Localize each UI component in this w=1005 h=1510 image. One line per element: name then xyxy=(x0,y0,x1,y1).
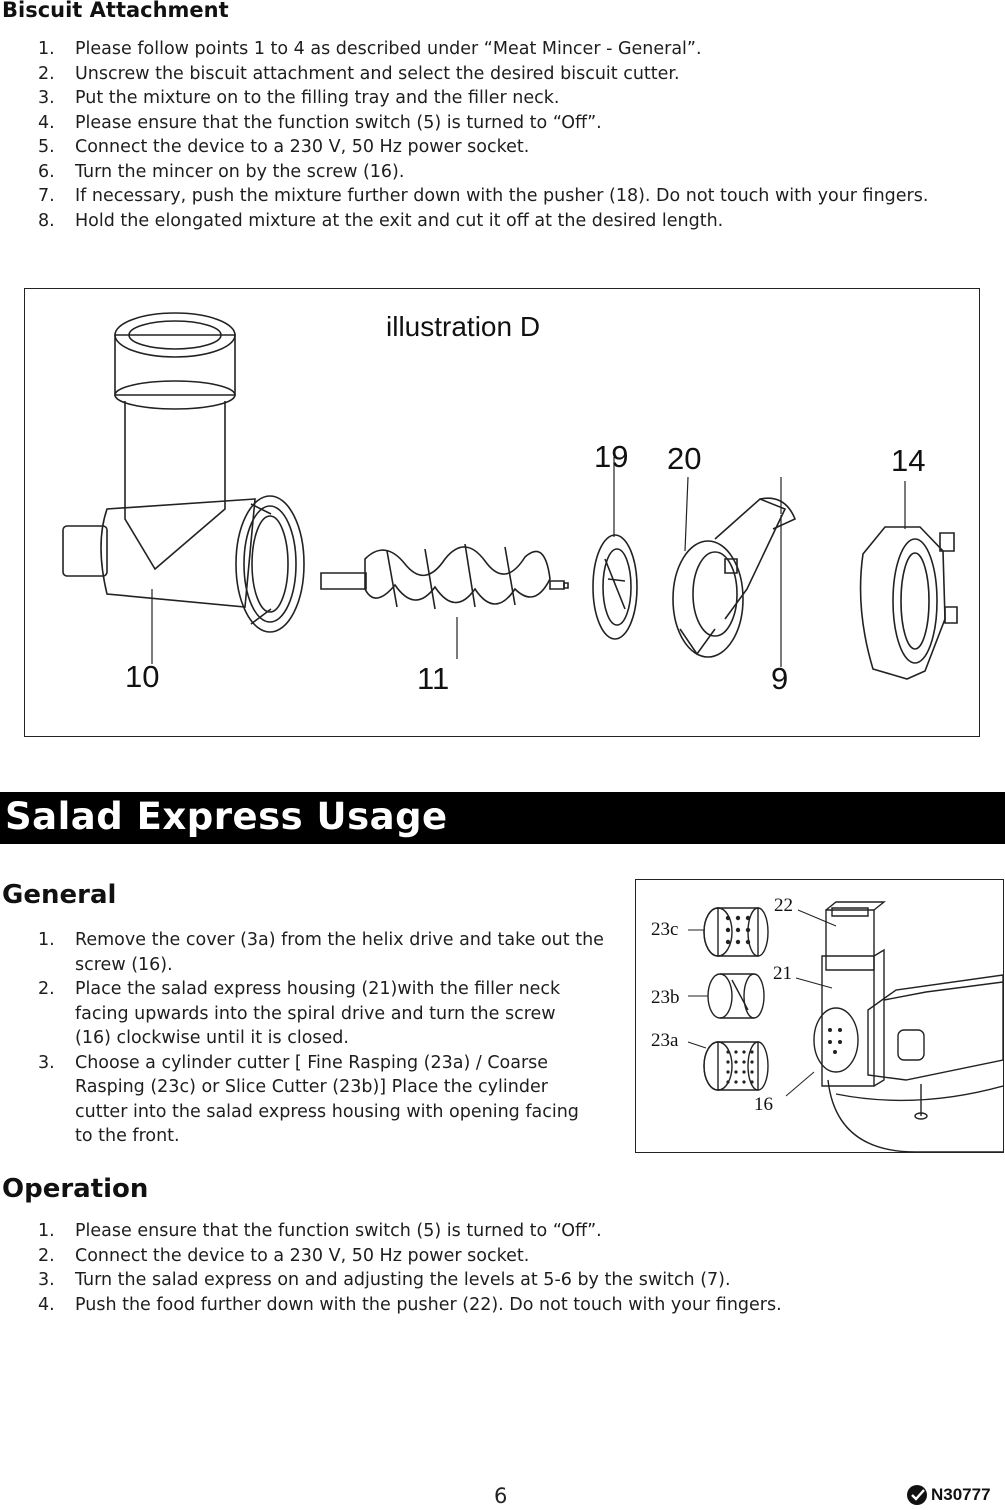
label-10: 10 xyxy=(125,659,160,694)
salad-express-diagram xyxy=(636,880,1003,1152)
cylinder-cutter-23b xyxy=(708,974,764,1018)
page-number: 6 xyxy=(494,1484,508,1508)
list-item: 2.Connect the device to a 230 V, 50 Hz p… xyxy=(38,1245,530,1266)
salad-express-figure: 23c 23b 23a 22 21 16 xyxy=(635,879,1004,1153)
banner-title: Salad Express Usage xyxy=(5,795,448,838)
biscuit-cutter-drawing xyxy=(673,477,795,667)
list-item: 5.Connect the device to a 230 V, 50 Hz p… xyxy=(38,137,530,157)
list-item: 6.Turn the mincer on by the screw (16). xyxy=(38,161,405,182)
mixer-body-drawing xyxy=(828,975,1003,1152)
label-23b: 23b xyxy=(651,987,680,1008)
salad-housing-drawing xyxy=(814,950,884,1086)
cutter-disc-drawing xyxy=(593,457,637,639)
label-20: 20 xyxy=(667,441,702,476)
label-11: 11 xyxy=(417,661,450,696)
brand-code: N30777 xyxy=(931,1485,991,1504)
label-14: 14 xyxy=(891,443,926,478)
section-title-general: General xyxy=(2,880,117,910)
label-23a: 23a xyxy=(651,1030,679,1051)
label-22: 22 xyxy=(774,895,793,916)
cylinder-cutter-23c xyxy=(704,908,768,956)
mincer-exploded-diagram xyxy=(25,289,979,736)
screw-drawing xyxy=(321,544,568,609)
list-item: 2.Place the salad express housing (21)wi… xyxy=(38,979,561,1048)
brand-mark: N30777 xyxy=(906,1484,991,1506)
list-item: 8.Hold the elongated mixture at the exit… xyxy=(38,210,724,231)
biscuit-steps: 1.Please follow points 1 to 4 as describ… xyxy=(0,37,1000,233)
label-16: 16 xyxy=(754,1094,773,1115)
illustration-d-frame: illustration D xyxy=(24,288,980,737)
label-19: 19 xyxy=(594,439,629,474)
section-banner: Salad Express Usage xyxy=(0,792,1005,844)
list-item: 2.Unscrew the biscuit attachment and sel… xyxy=(38,63,680,84)
list-item: 4.Please ensure that the function switch… xyxy=(38,112,602,133)
label-23c: 23c xyxy=(651,919,679,940)
label-21: 21 xyxy=(773,963,792,984)
operation-steps: 1.Please ensure that the function switch… xyxy=(0,1219,1000,1317)
list-item: 3.Turn the salad express on and adjustin… xyxy=(38,1270,731,1290)
list-item: 7.If necessary, push the mixture further… xyxy=(38,186,929,206)
section-title-biscuit: Biscuit Attachment xyxy=(2,0,229,22)
section-title-operation: Operation xyxy=(2,1174,149,1204)
cylinder-cutter-23a xyxy=(704,1042,768,1090)
list-item: 3.Put the mixture on to the filling tray… xyxy=(38,88,560,108)
brand-logo-icon xyxy=(906,1484,930,1506)
ring-nut-drawing xyxy=(861,481,957,679)
list-item: 3.Choose a cylinder cutter [ Fine Raspin… xyxy=(38,1052,579,1147)
illustration-title: illustration D xyxy=(386,311,541,342)
list-item: 1.Please ensure that the function switch… xyxy=(38,1221,602,1241)
list-item: 4.Push the food further down with the pu… xyxy=(38,1294,782,1315)
pusher-drawing xyxy=(826,902,884,970)
general-steps: 1.Remove the cover (3a) from the helix d… xyxy=(0,928,625,1149)
list-item: 1.Please follow points 1 to 4 as describ… xyxy=(38,39,702,59)
mincer-housing-drawing xyxy=(63,313,304,632)
list-item: 1.Remove the cover (3a) from the helix d… xyxy=(38,930,604,975)
label-9: 9 xyxy=(771,661,789,696)
